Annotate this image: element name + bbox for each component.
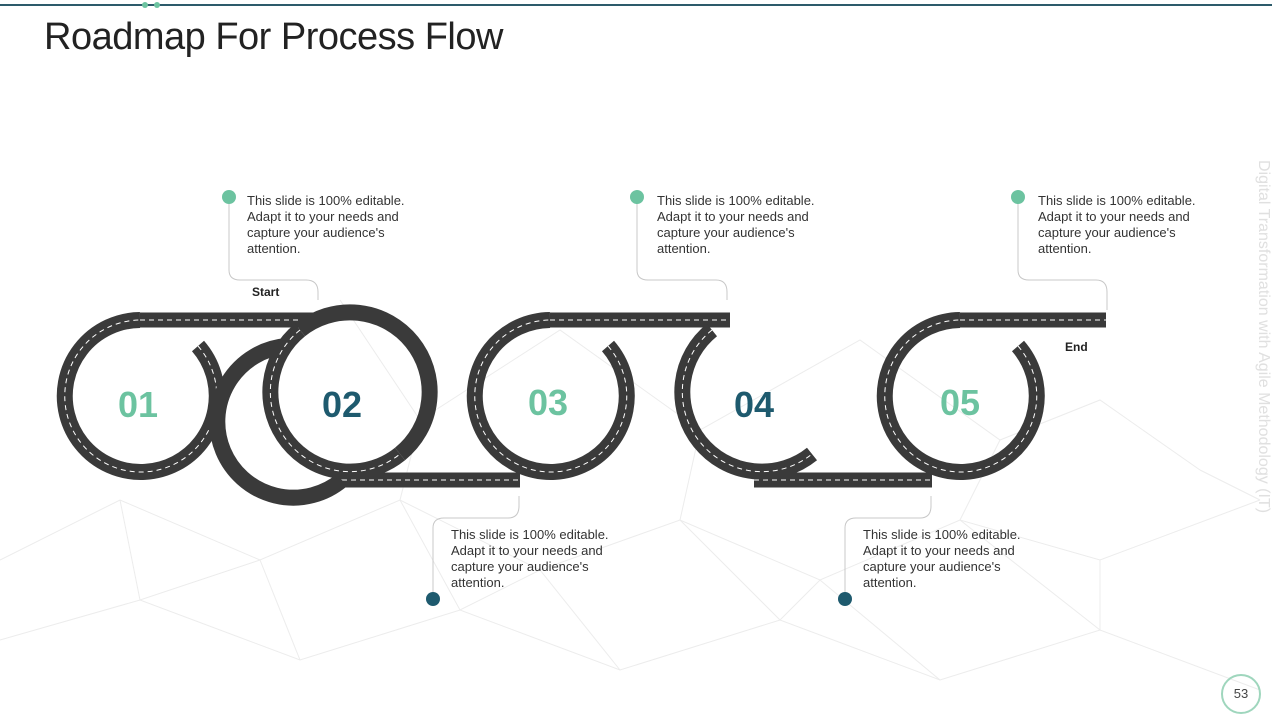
top-rule-dot xyxy=(154,2,160,8)
background-network xyxy=(0,299,1261,691)
step-number-5: 05 xyxy=(940,382,980,423)
callout-dot xyxy=(1011,190,1025,204)
callout-lines xyxy=(228,198,1108,598)
road-loop-3 xyxy=(466,312,635,480)
step-number-1: 01 xyxy=(118,384,158,425)
step-note-2: This slide is 100% editable. Adapt it to… xyxy=(451,527,609,590)
end-label: End xyxy=(1065,340,1088,354)
callout-dot xyxy=(838,592,852,606)
road-loop-2 xyxy=(209,304,438,506)
callout-dots xyxy=(222,190,1025,606)
page-number: 53 xyxy=(1221,674,1261,714)
road-loops xyxy=(56,304,1045,506)
callout-dot xyxy=(426,592,440,606)
road-straights xyxy=(140,312,1106,488)
step-number-3: 03 xyxy=(528,382,568,423)
step-note-1: This slide is 100% editable. Adapt it to… xyxy=(247,193,405,256)
callout-dot xyxy=(630,190,644,204)
road-loop-5 xyxy=(876,312,1045,480)
step-number-2: 02 xyxy=(322,384,362,425)
step-note-3: This slide is 100% editable. Adapt it to… xyxy=(657,193,815,256)
page-title: Roadmap For Process Flow xyxy=(44,16,503,58)
callout-dot xyxy=(222,190,236,204)
top-rule xyxy=(0,4,1272,6)
start-label: Start xyxy=(252,285,280,299)
step-note-5: This slide is 100% editable. Adapt it to… xyxy=(1038,193,1196,256)
side-caption: Digital Transformation with Agile Method… xyxy=(1255,160,1272,514)
top-rule-dot xyxy=(142,2,148,8)
step-note-4: This slide is 100% editable. Adapt it to… xyxy=(863,527,1021,590)
road-loop-4 xyxy=(674,323,818,480)
step-number-4: 04 xyxy=(734,384,774,425)
